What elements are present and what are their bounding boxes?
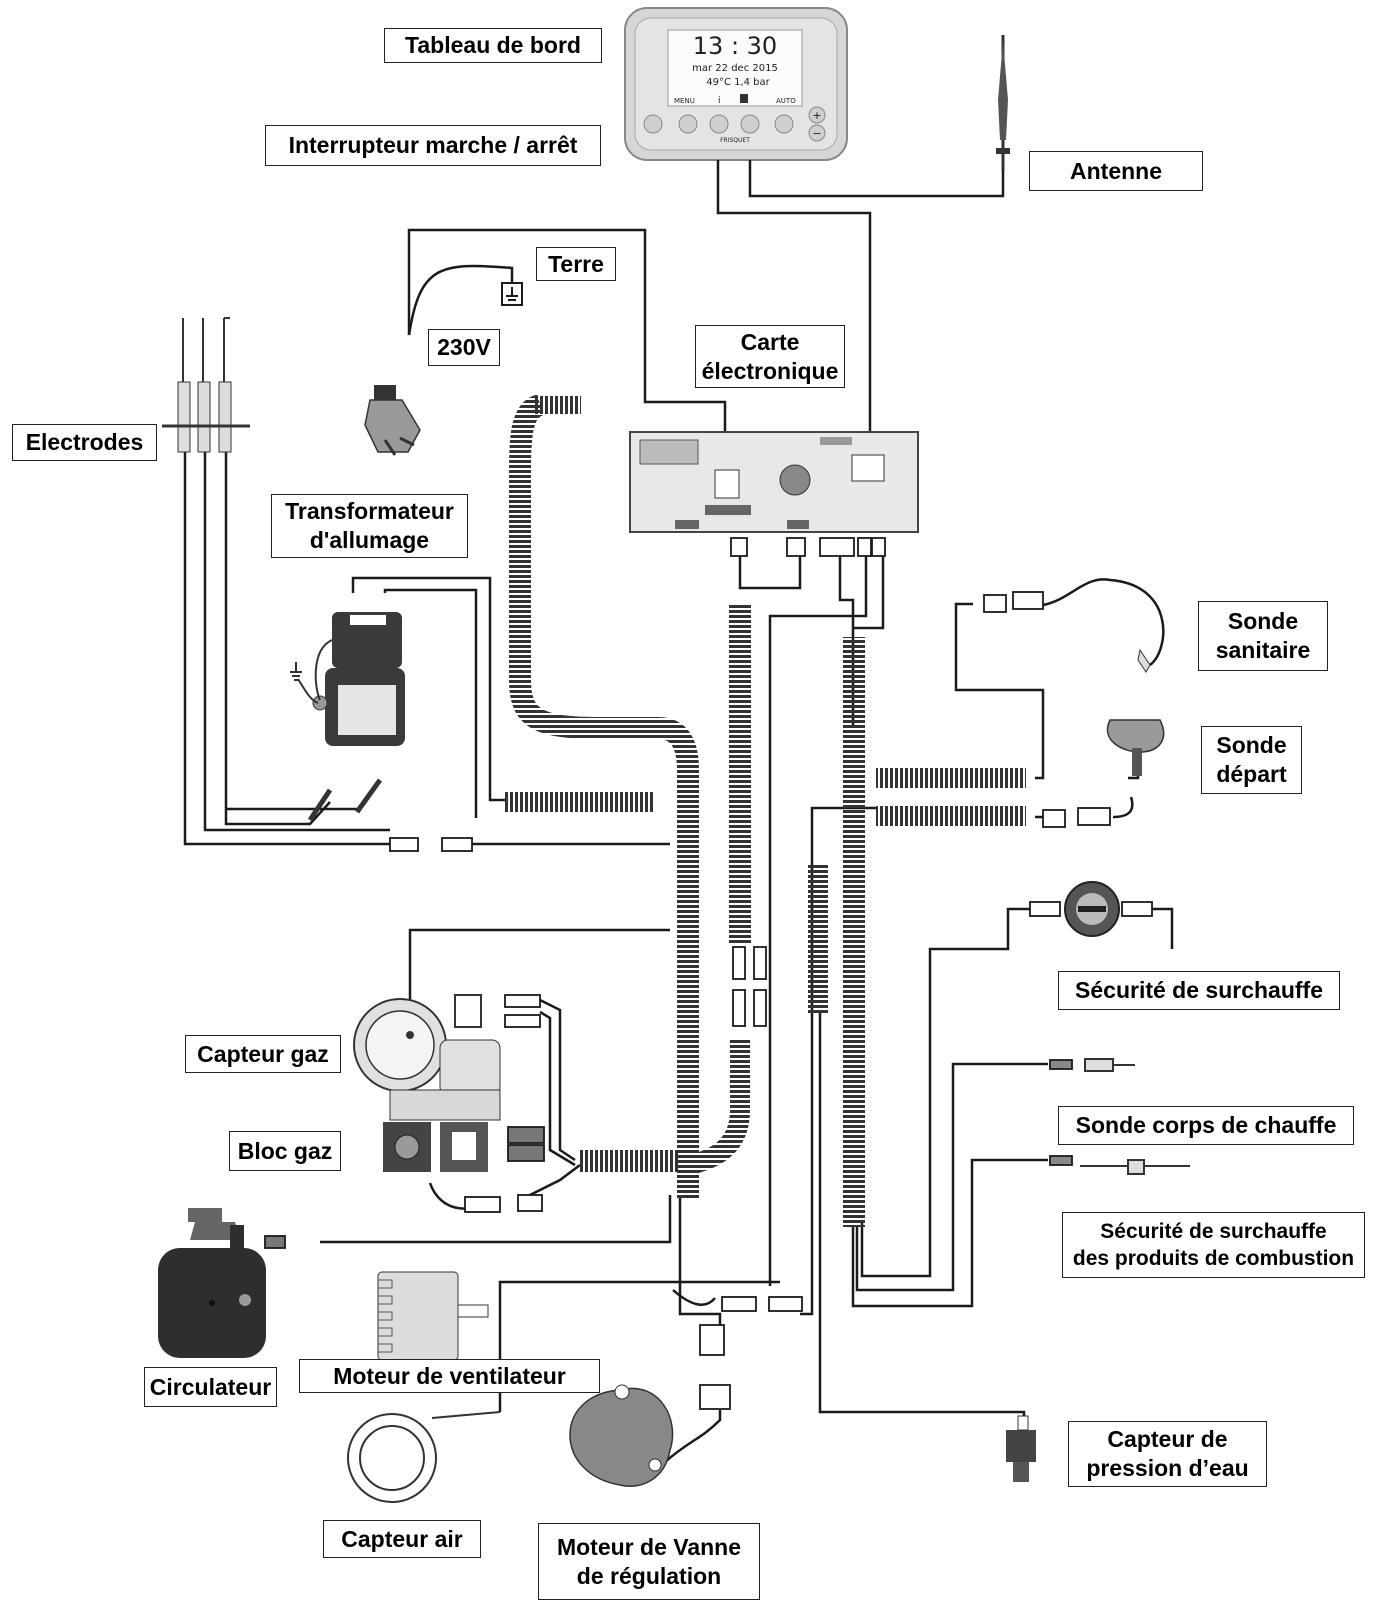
pressure-sensor-icon — [1006, 1415, 1036, 1482]
power-button[interactable] — [643, 114, 663, 134]
label-securite-surchauffe: Sécurité de surchauffe — [1058, 971, 1340, 1010]
electrodes-icon — [162, 317, 250, 453]
display-info: i — [718, 96, 721, 106]
label-terre: Terre — [536, 247, 616, 281]
ignition-transformer-icon — [290, 612, 405, 822]
panel-button-2[interactable] — [709, 114, 729, 134]
mains-plug-icon — [364, 385, 421, 456]
air-sensor-icon — [347, 1411, 501, 1503]
panel-brand: FRISQUET — [720, 137, 750, 144]
connectors — [264, 537, 1153, 1356]
minus-sign: − — [812, 127, 821, 140]
valve-motor-icon — [569, 1384, 731, 1487]
display-mode: AUTO — [776, 97, 796, 105]
electronic-board — [629, 431, 919, 533]
label-moteur-ventilateur: Moteur de ventilateur — [299, 1359, 600, 1393]
label-capteur-gaz: Capteur gaz — [185, 1035, 341, 1073]
wires — [183, 160, 1174, 1463]
ground-icon — [501, 282, 523, 306]
plus-sign: + — [812, 109, 821, 122]
gas-valve-icon — [353, 994, 501, 1172]
label-capteur-air: Capteur air — [323, 1520, 481, 1558]
plus-button[interactable] — [808, 106, 826, 124]
display-time: 13 : 30 — [693, 32, 777, 60]
label-tableau-de-bord: Tableau de bord — [384, 28, 602, 63]
panel-button-4[interactable] — [774, 114, 794, 134]
circulator-icon — [158, 1208, 266, 1358]
label-sonde-corps-de-chauffe: Sonde corps de chauffe — [1058, 1106, 1354, 1145]
boiler-probes — [1080, 1058, 1190, 1175]
label-interrupteur: Interrupteur marche / arrêt — [265, 125, 601, 166]
dhw-probe-tip — [1137, 648, 1151, 673]
label-antenne: Antenne — [1029, 151, 1203, 191]
display-date: mar 22 dec 2015 — [692, 63, 778, 74]
antenna-icon — [996, 35, 1010, 170]
label-electrodes: Electrodes — [12, 424, 157, 461]
overheat-thermostat-icon — [1064, 881, 1120, 937]
minus-button[interactable] — [808, 124, 826, 142]
panel-button-3[interactable] — [740, 114, 760, 134]
coiled-cables — [505, 394, 1026, 1227]
boiler-icon — [740, 94, 748, 103]
display-status: 49°C 1,4 bar — [706, 77, 770, 88]
label-230v: 230V — [428, 329, 500, 366]
panel-button-1[interactable] — [678, 114, 698, 134]
control-panel: 13 : 30 mar 22 dec 2015 49°C 1,4 bar MEN… — [624, 7, 848, 161]
flow-probe-icon — [1106, 719, 1165, 776]
display-menu: MENU — [674, 97, 695, 105]
label-circulateur: Circulateur — [144, 1367, 277, 1407]
label-bloc-gaz: Bloc gaz — [229, 1131, 341, 1171]
fan-motor-icon — [377, 1271, 489, 1361]
